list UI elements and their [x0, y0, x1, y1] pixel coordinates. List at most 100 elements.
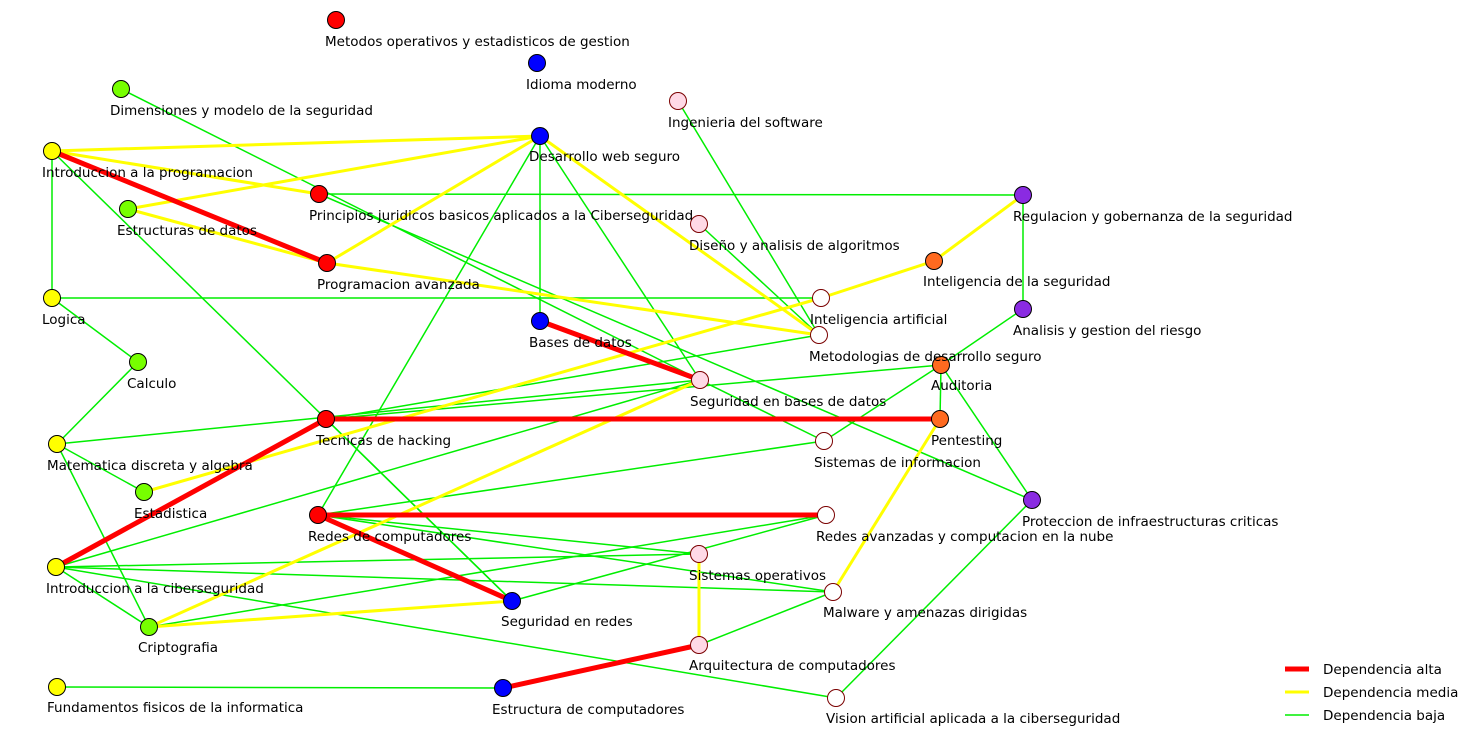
node-label-arqcomp: Arquitectura de computadores	[689, 658, 896, 674]
edge-hacking-segredes	[325, 418, 513, 602]
node-label-auditoria: Auditoria	[931, 378, 992, 394]
node-label-segbd: Seguridad en bases de datos	[690, 394, 886, 410]
edge-redes-malware	[317, 514, 834, 593]
edge-redes-segredes	[316, 512, 514, 604]
node-intro_prog	[43, 142, 61, 160]
edge-intro_ciber-cripto	[55, 566, 150, 628]
node-label-calculo: Calculo	[127, 376, 176, 392]
node-infra	[1023, 491, 1041, 509]
legend-label-medium: Dependencia media	[1323, 685, 1458, 701]
edges-layer	[51, 88, 1033, 699]
node-label-riesgo: Analisis y gestion del riesgo	[1013, 323, 1201, 339]
node-ia	[812, 289, 830, 307]
node-malware	[824, 583, 842, 601]
nodes-layer	[43, 11, 1041, 707]
edge-riesgo-auditoria	[940, 308, 1024, 366]
node-hacking	[317, 410, 335, 428]
node-pentesting	[931, 410, 949, 428]
node-label-redesav: Redes avanzadas y computacion en la nube	[816, 529, 1113, 545]
node-redesav	[817, 506, 835, 524]
node-label-hacking: Tecnicas de hacking	[315, 433, 451, 449]
edge-matdisc-estadistica	[56, 443, 145, 493]
edge-ingsoft-metdes	[677, 100, 820, 336]
node-label-intro_ciber: Introduccion a la ciberseguridad	[46, 581, 264, 597]
node-ingsoft	[669, 92, 687, 110]
node-label-webseg: Desarrollo web seguro	[529, 149, 680, 165]
node-label-logica: Logica	[42, 312, 86, 328]
edge-disenoalg-metdes	[698, 223, 820, 336]
node-label-intelseg: Inteligencia de la seguridad	[923, 274, 1110, 290]
edge-auditoria-sisinf	[823, 364, 942, 442]
node-intelseg	[925, 252, 943, 270]
edge-progav-webseg	[326, 134, 541, 265]
edge-segbd-intro_ciber	[55, 379, 701, 568]
node-dimensiones	[112, 80, 130, 98]
edge-calculo-matdisc	[56, 361, 139, 445]
node-label-sisinf: Sistemas de informacion	[814, 455, 981, 471]
node-label-fundfis: Fundamentos fisicos de la informatica	[47, 700, 303, 716]
node-vision	[827, 689, 845, 707]
node-label-vision: Vision artificial aplicada a la ciberseg…	[826, 711, 1120, 727]
edge-juridicos-regulacion	[318, 193, 1024, 196]
node-label-pentesting: Pentesting	[931, 433, 1002, 449]
edge-hacking-intro_ciber	[54, 416, 328, 570]
node-label-estructuras: Estructuras de datos	[117, 223, 257, 239]
edge-intelseg-regulacion	[933, 193, 1024, 263]
node-estructuras	[119, 200, 137, 218]
edge-cripto-segredes	[148, 599, 513, 629]
node-sisinf	[815, 432, 833, 450]
legend-label-high: Dependencia alta	[1323, 662, 1442, 678]
node-progav	[318, 254, 336, 272]
edge-intro_prog-webseg	[51, 134, 541, 153]
node-juridicos	[310, 185, 328, 203]
node-label-progav: Programacion avanzada	[317, 277, 480, 293]
node-fundfis	[48, 678, 66, 696]
node-label-juridicos: Principios juridicos basicos aplicados a…	[309, 208, 693, 224]
node-label-segredes: Seguridad en redes	[501, 614, 633, 630]
node-matdisc	[48, 435, 66, 453]
node-auditoria	[932, 356, 950, 374]
node-regulacion	[1014, 186, 1032, 204]
node-label-intro_prog: Introduccion a la programacion	[42, 165, 253, 181]
edge-intelseg-ia	[820, 259, 935, 300]
node-label-metodos: Metodos operativos y estadisticos de ges…	[325, 34, 630, 50]
node-estcomp	[494, 679, 512, 697]
edge-malware-arqcomp	[698, 591, 834, 646]
node-label-malware: Malware y amenazas dirigidas	[823, 605, 1027, 621]
edge-redesav-cripto	[148, 514, 827, 628]
edge-bd-segbd	[539, 318, 701, 383]
labels-layer: Metodos operativos y estadisticos de ges…	[42, 34, 1293, 727]
edge-fundfis-estcomp	[56, 686, 504, 689]
node-webseg	[531, 127, 549, 145]
node-sisop	[690, 545, 708, 563]
edge-sisinf-redes	[317, 440, 825, 516]
node-metdes	[810, 326, 828, 344]
node-label-idioma: Idioma moderno	[526, 77, 637, 93]
edge-webseg-metdes	[539, 134, 820, 337]
edge-webseg-redes	[317, 135, 541, 516]
node-label-regulacion: Regulacion y gobernanza de la seguridad	[1013, 209, 1293, 225]
node-disenoalg	[690, 215, 708, 233]
edge-segbd-sisinf	[699, 379, 825, 442]
node-label-redes: Redes de computadores	[308, 529, 471, 545]
node-riesgo	[1014, 300, 1032, 318]
node-label-ia: Inteligencia artificial	[810, 312, 947, 328]
edge-estructuras-progav	[127, 207, 328, 265]
node-intro_ciber	[47, 558, 65, 576]
legend-label-low: Dependencia baja	[1323, 708, 1445, 724]
edge-metdes-hacking	[325, 334, 820, 420]
node-segredes	[503, 592, 521, 610]
node-calculo	[129, 353, 147, 371]
edge-intro_ciber-vision	[55, 566, 837, 699]
node-label-dimensiones: Dimensiones y modelo de la seguridad	[110, 103, 373, 119]
edge-matdisc-cripto	[56, 443, 150, 628]
edge-intro_ciber-malware	[55, 566, 834, 593]
node-label-bd: Bases de datos	[529, 335, 632, 351]
edge-estructuras-webseg	[127, 134, 541, 211]
edge-logica-calculo	[51, 297, 139, 363]
node-segbd	[691, 371, 709, 389]
node-label-cripto: Criptografia	[138, 640, 218, 656]
node-redes	[309, 506, 327, 524]
node-logica	[43, 289, 61, 307]
